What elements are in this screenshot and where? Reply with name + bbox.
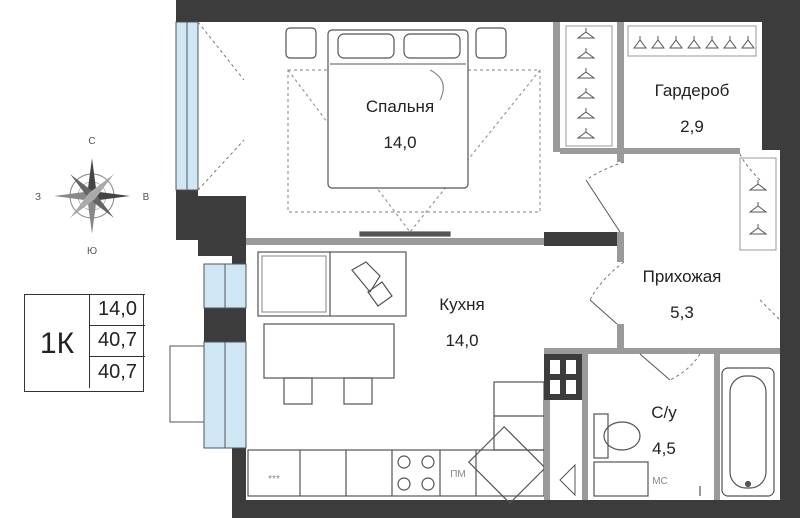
total-area: 40,7	[89, 324, 145, 358]
area-with-balcony: 40,7	[89, 355, 145, 389]
window-kitchen-2	[169, 341, 247, 449]
window-bedroom	[175, 21, 245, 191]
kitchen-counter	[247, 381, 547, 505]
dining-table	[263, 323, 395, 405]
bathroom-fixtures	[593, 367, 775, 497]
wardrobe-area: 2,9	[680, 117, 704, 136]
kitchen-name: Кухня	[439, 295, 485, 314]
living-area: 14,0	[89, 293, 145, 327]
washer-label: МС	[652, 476, 668, 487]
hob-label: ***	[268, 474, 280, 485]
apartment-info-box: 1К 14,0 40,7 40,7	[24, 293, 145, 392]
hallway-area: 5,3	[670, 303, 694, 322]
window-kitchen-1	[203, 263, 247, 309]
area-values: 14,0 40,7 40,7	[89, 293, 145, 392]
dishwasher-label: ПМ	[450, 469, 466, 480]
hallway-name: Прихожая	[643, 267, 722, 286]
compass-east: В	[143, 192, 150, 203]
sofa	[257, 251, 407, 317]
partitions	[246, 22, 780, 500]
compass-north: С	[88, 136, 95, 147]
hangers	[576, 28, 768, 235]
bedroom-name: Спальня	[366, 97, 434, 116]
wardrobe-name: Гардероб	[655, 81, 730, 100]
apartment-type: 1К	[39, 327, 75, 360]
bathroom-name: С/у	[651, 403, 677, 422]
compass-rose-icon: С Ю З В	[35, 136, 150, 257]
wardrobe-shelves	[565, 25, 777, 251]
bathroom-area: 4,5	[652, 439, 676, 458]
bedroom-area: 14,0	[383, 133, 416, 152]
bed	[285, 27, 541, 237]
compass-south: Ю	[87, 246, 97, 257]
kitchen-area: 14,0	[445, 331, 478, 350]
doors	[585, 153, 781, 381]
ventilation-block	[544, 354, 582, 500]
outer-walls	[176, 0, 800, 518]
room-labels: Спальня 14,0 Гардероб 2,9 Прихожая 5,3 К…	[268, 81, 729, 487]
compass-west: З	[35, 192, 41, 203]
